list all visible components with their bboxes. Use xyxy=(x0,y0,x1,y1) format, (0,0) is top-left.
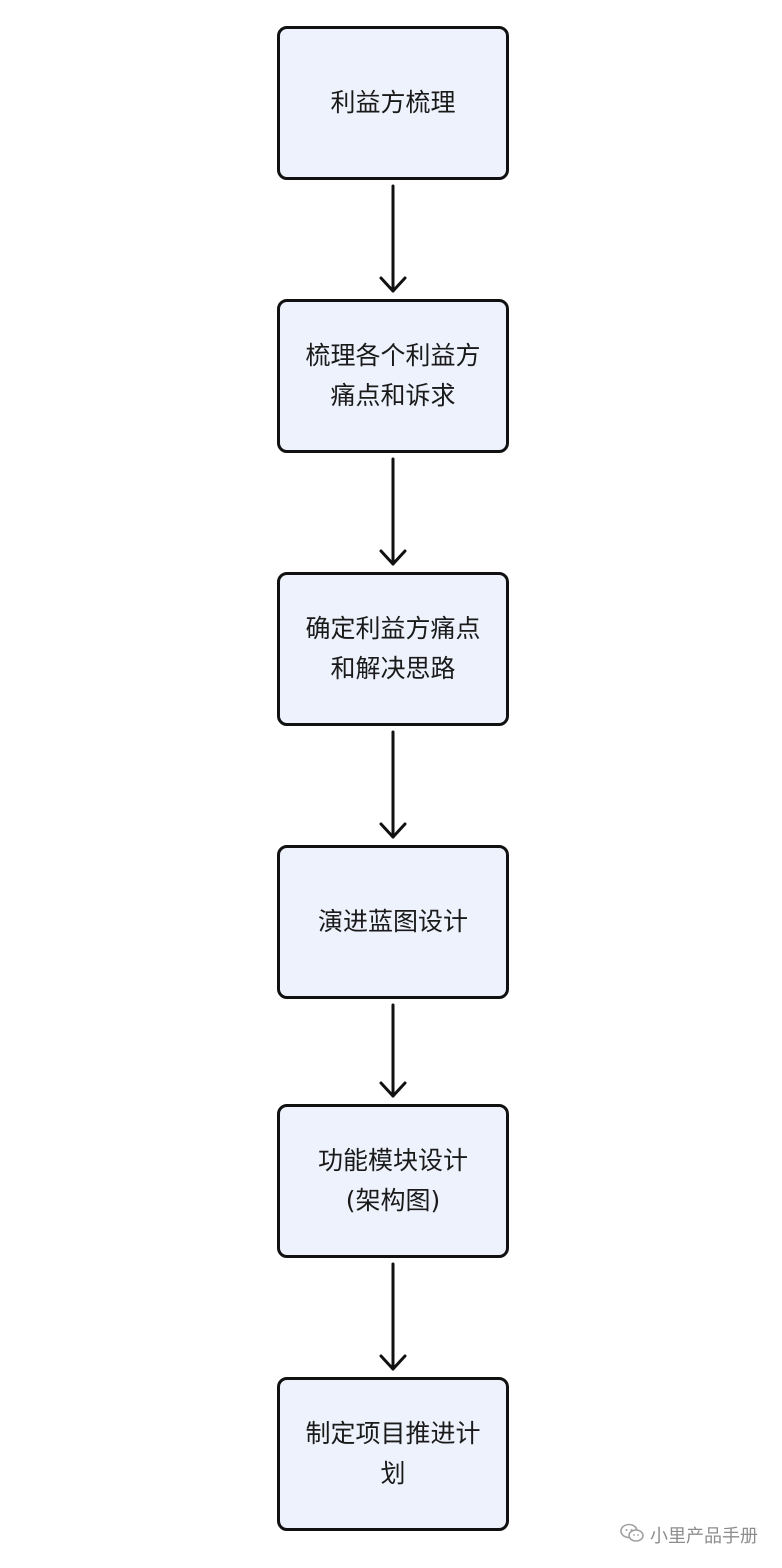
flow-arrow xyxy=(379,184,407,293)
flow-arrow xyxy=(379,457,407,566)
flow-node-roadmap-design: 演进蓝图设计 xyxy=(277,845,509,999)
wechat-icon xyxy=(620,1523,644,1547)
flow-node-pain-points: 梳理各个利益方 痛点和诉求 xyxy=(277,299,509,453)
flow-node-label: 演进蓝图设计 xyxy=(317,907,468,936)
flow-arrow xyxy=(379,1262,407,1371)
flow-node-label: 确定利益方痛点 和解决思路 xyxy=(305,614,481,683)
flow-node-label: 梳理各个利益方 痛点和诉求 xyxy=(305,341,481,410)
flow-node-module-design: 功能模块设计 (架构图) xyxy=(277,1104,509,1258)
watermark-text: 小里产品手册 xyxy=(650,1526,758,1547)
flow-arrow xyxy=(379,730,407,839)
watermark: 小里产品手册 xyxy=(620,1522,758,1548)
flow-node-stakeholder-mapping: 利益方梳理 xyxy=(277,26,509,180)
flow-node-solution-approach: 确定利益方痛点 和解决思路 xyxy=(277,572,509,726)
flow-arrow xyxy=(379,1003,407,1098)
flow-node-label: 功能模块设计 (架构图) xyxy=(317,1146,468,1215)
flow-node-label: 制定项目推进计 划 xyxy=(305,1419,481,1488)
flow-node-project-plan: 制定项目推进计 划 xyxy=(277,1377,509,1531)
flow-node-label: 利益方梳理 xyxy=(330,88,456,117)
